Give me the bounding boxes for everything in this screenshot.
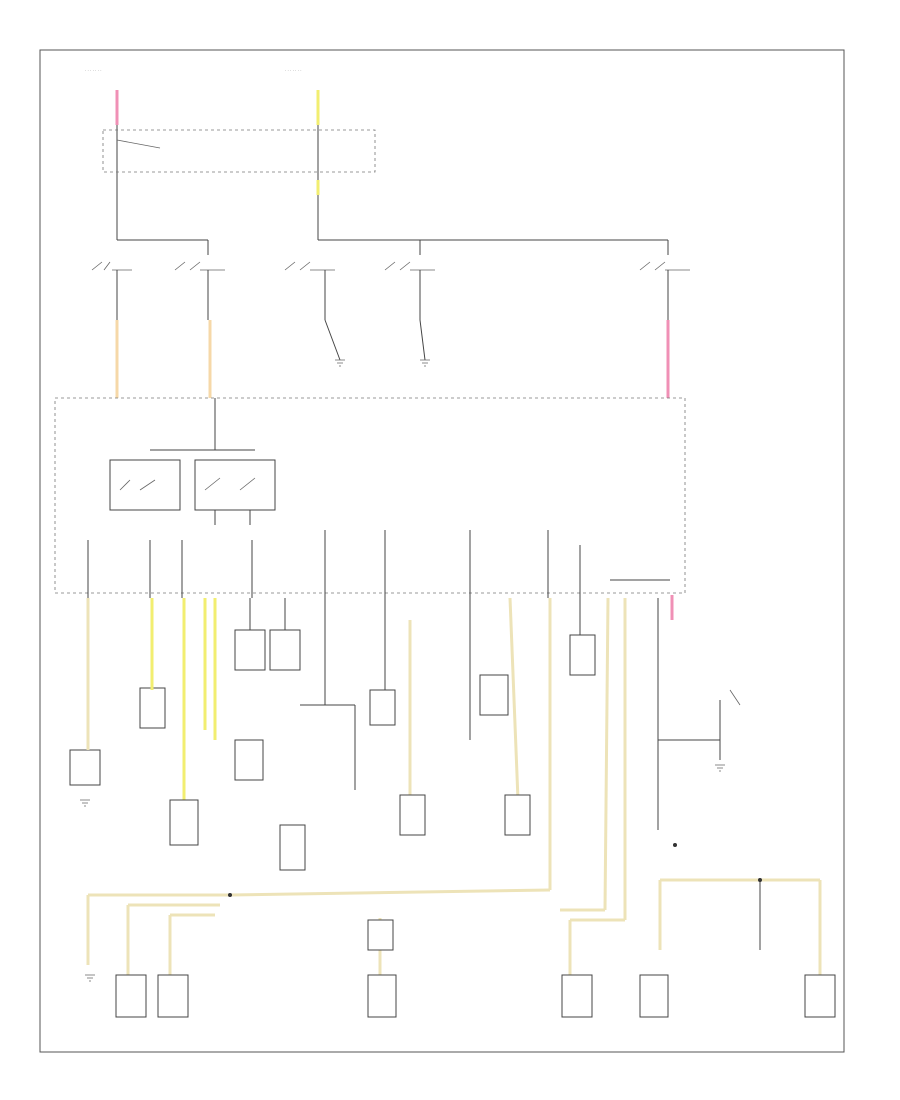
component-row-2 — [169, 739, 531, 871]
svg-text:· · · · · · ·: · · · · · · · — [85, 68, 102, 73]
top-power-feeds: · · · · · · · · · · · · · · — [85, 68, 376, 240]
svg-text:· · · · · · ·: · · · · · · · — [285, 68, 302, 73]
fuse-drops — [87, 530, 674, 620]
diagram-frame — [39, 49, 845, 1053]
mid-wiring — [86, 597, 741, 830]
lower-bus — [86, 597, 822, 975]
fuse-block-feeds — [115, 319, 670, 398]
fuse-block — [54, 397, 686, 594]
relay-pair — [109, 398, 276, 525]
ground-symbols — [80, 359, 725, 982]
ignition-switch-bank — [91, 239, 690, 320]
component-row-bottom — [115, 919, 836, 1018]
